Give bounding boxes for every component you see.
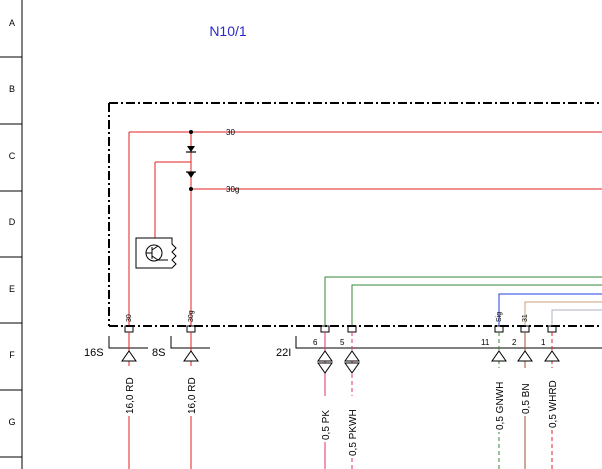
diode-icon bbox=[186, 171, 196, 178]
row-label-a: A bbox=[9, 18, 15, 28]
pin-label-30g: 30g bbox=[188, 310, 195, 322]
connector-housings bbox=[108, 336, 602, 349]
row-label-d: D bbox=[9, 217, 16, 227]
connector-label-22i: 22I bbox=[276, 347, 291, 359]
row-label-e: E bbox=[9, 284, 15, 294]
pin-number-11: 11 bbox=[481, 338, 490, 347]
junction-dot bbox=[189, 187, 193, 191]
wire-labels: 16,0 RD 16,0 RD 0,5 PK 0,5 PKWH 0,5 GNWH… bbox=[123, 366, 559, 458]
diode-icon bbox=[186, 146, 196, 153]
transistor-icon bbox=[135, 237, 177, 269]
bus-label-30g: 30g bbox=[226, 185, 239, 194]
row-index-margin: A B C D E F G bbox=[0, 0, 23, 469]
wire-label-bn: 0,5 BN bbox=[521, 383, 532, 414]
row-label-f: F bbox=[9, 350, 15, 360]
connector-label-16s: 16S bbox=[84, 347, 104, 359]
wire-label-pk: 0,5 PK bbox=[321, 410, 332, 440]
pin-label-31: 31 bbox=[522, 314, 529, 322]
wire-label-gnwh: 0,5 GNWH bbox=[495, 382, 506, 430]
bus-label-30: 30 bbox=[226, 128, 235, 137]
connector-label-8s: 8S bbox=[152, 347, 165, 359]
row-label-b: B bbox=[9, 84, 15, 94]
connector-arrow-icon bbox=[121, 350, 560, 374]
wire-label-pkwh: 0,5 PKWH bbox=[348, 409, 359, 456]
pin-number-6: 6 bbox=[313, 338, 318, 347]
pin-number-5: 5 bbox=[340, 338, 345, 347]
wire-label-16-rd-b: 16,0 RD bbox=[187, 377, 198, 414]
wire-label-whrd: 0,5 WHRD bbox=[548, 380, 559, 428]
internal-bus bbox=[128, 131, 602, 326]
pin-label-30: 30 bbox=[126, 314, 133, 322]
component-label: N10/1 bbox=[209, 23, 247, 39]
wire-label-16-rd-a: 16,0 RD bbox=[125, 377, 136, 414]
junction-dot bbox=[189, 130, 193, 134]
module-boundary bbox=[108, 102, 602, 327]
pin-label-sig: Sig bbox=[496, 312, 503, 322]
signal-wires bbox=[324, 276, 602, 326]
row-label-c: C bbox=[9, 151, 16, 161]
pin-number-1: 1 bbox=[541, 338, 546, 347]
row-label-g: G bbox=[8, 417, 15, 427]
pin-number-2: 2 bbox=[512, 338, 517, 347]
